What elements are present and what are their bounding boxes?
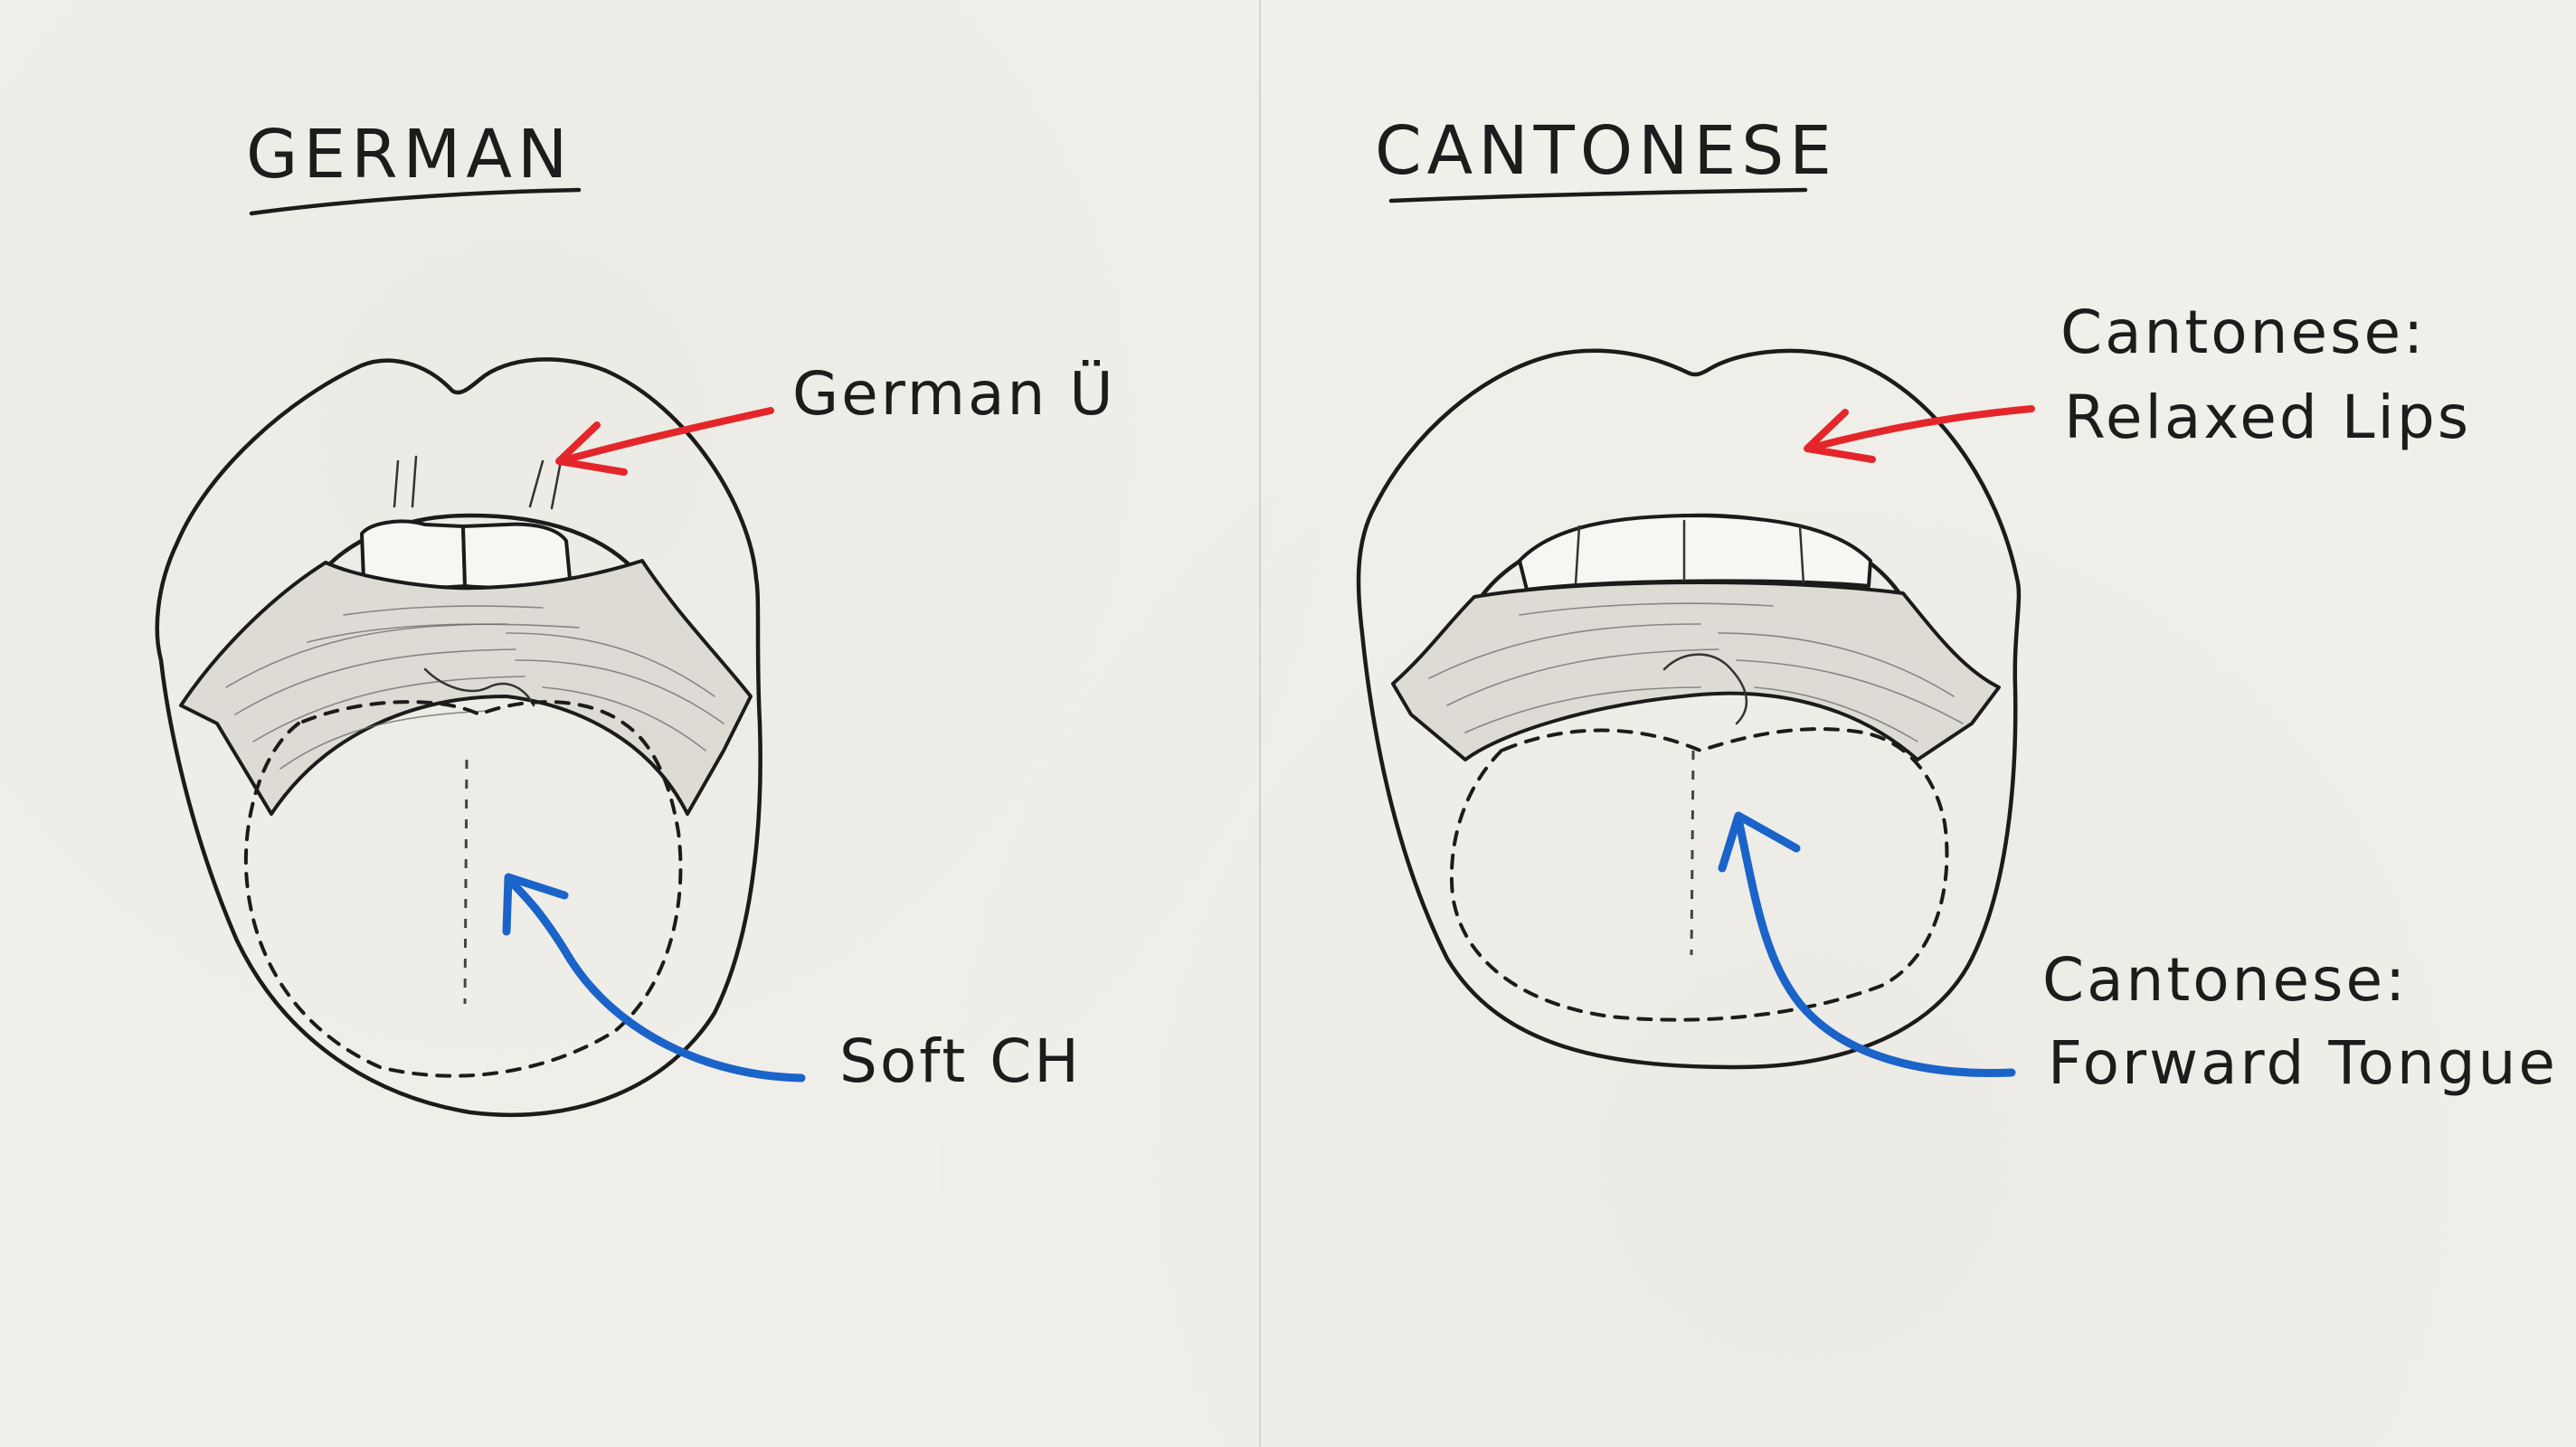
cantonese-red-arrow — [1804, 405, 2035, 463]
cantonese-palate-hatching — [1428, 602, 1964, 742]
cantonese-tongue-midline — [1690, 750, 1695, 956]
german-outer-lips — [155, 357, 762, 1118]
german-tongue-outline — [243, 700, 683, 1078]
german-palate — [179, 559, 753, 816]
german-tooth-right — [461, 522, 572, 590]
cantonese-tooth-line-1 — [1574, 525, 1581, 586]
german-panel: GERMAN — [155, 116, 1116, 1118]
german-lip-ridge-left2 — [411, 455, 418, 508]
german-title: GERMAN — [246, 116, 573, 194]
cantonese-title-underline — [1388, 187, 1808, 203]
german-lip-ridge-left — [393, 459, 400, 508]
cantonese-top-label-line1: Cantonese: — [2060, 298, 2426, 367]
german-uvula — [423, 667, 535, 707]
german-bottom-label: Soft CH — [839, 1026, 1082, 1096]
cantonese-teeth — [1518, 514, 1872, 591]
cantonese-blue-arrow — [1718, 811, 2016, 1077]
cantonese-outer-lips — [1356, 348, 2022, 1070]
cantonese-palate — [1391, 581, 2001, 761]
german-top-label: German Ü — [792, 359, 1116, 429]
panel-divider — [1259, 0, 1261, 1447]
german-lip-ridge-right — [528, 459, 545, 508]
german-inner-lip — [314, 513, 645, 582]
german-title-underline — [249, 187, 582, 216]
german-mouth-drawing — [155, 357, 762, 1118]
german-palate-hatching — [225, 605, 724, 770]
cantonese-mouth-drawing — [1356, 348, 2022, 1070]
german-red-arrow — [555, 407, 774, 476]
cantonese-tooth-line-3 — [1798, 525, 1805, 586]
cantonese-panel: CANTONESE — [1356, 112, 2558, 1098]
cantonese-bottom-label-line2: Forward Tongue — [2048, 1028, 2558, 1098]
german-blue-arrow — [502, 873, 806, 1083]
german-tongue-midline — [463, 759, 469, 1005]
cantonese-top-label-line2: Relaxed Lips — [2064, 383, 2471, 452]
cantonese-bottom-label-line1: Cantonese: — [2042, 945, 2408, 1015]
cantonese-tongue-outline — [1450, 727, 1949, 1022]
cantonese-title: CANTONESE — [1375, 112, 1837, 190]
german-lip-ridge-right2 — [550, 459, 563, 510]
cantonese-uvula — [1662, 653, 1748, 725]
